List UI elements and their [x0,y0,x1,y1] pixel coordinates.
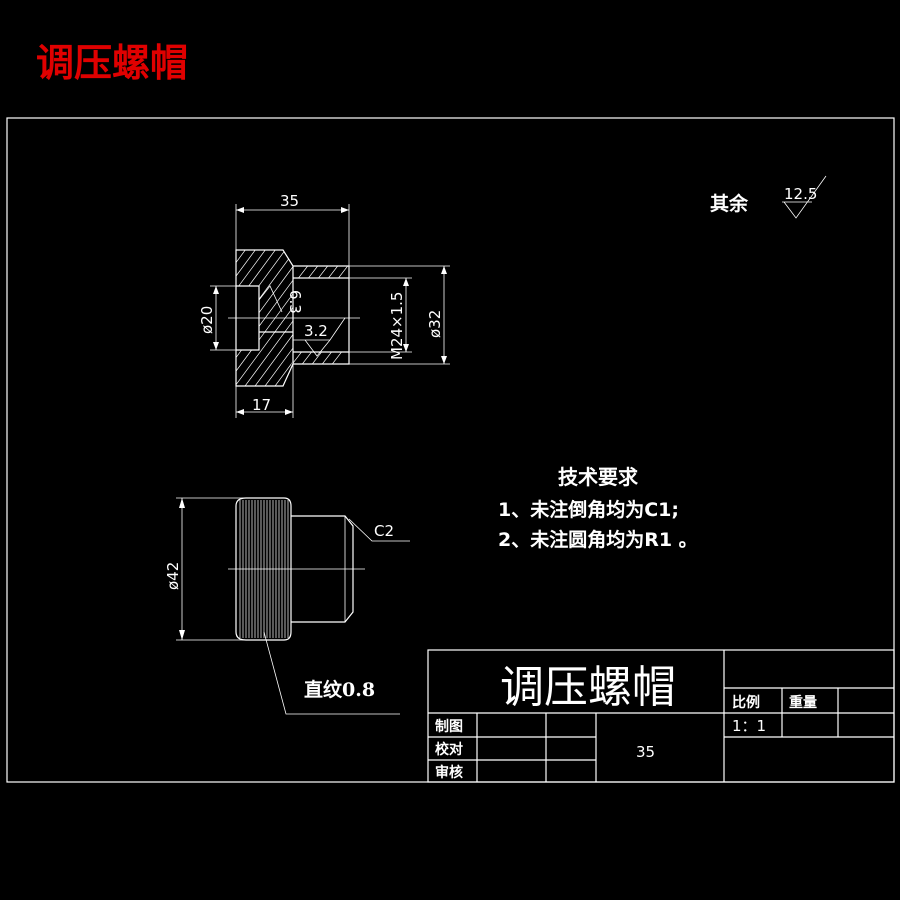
scale-value: 1：1 [732,717,766,735]
roughness-rest-value: 12.5 [784,185,817,203]
drawing-heading: 调压螺帽 [36,41,188,85]
requirement-item-2: 2、未注圆角均为R1 。 [498,528,698,551]
label-draw: 制图 [435,718,463,735]
roughness-inner-label: 6.3 [286,290,304,314]
knurl-note: 直纹0.8 [304,678,375,701]
dim-thread: M24×1.5 [388,292,406,360]
roughness-rest: 其余 12.5 [710,175,827,219]
part-name: 调压螺帽 [500,662,676,713]
drawing-border [6,117,895,783]
label-scale: 比例 [732,694,760,711]
section-hatch [236,250,293,386]
label-weight: 重量 [789,694,817,711]
label-approve: 审核 [435,764,463,781]
roughness-face-label: 3.2 [304,322,328,340]
label-check: 校对 [435,741,463,758]
drawing-number: 35 [636,743,655,761]
side-view: ø42 C2 直纹0.8 [164,497,410,715]
dim-outer: ø32 [426,310,444,338]
technical-requirements: 技术要求 1、未注倒角均为C1; 2、未注圆角均为R1 。 [498,465,698,551]
requirement-item-1: 1、未注倒角均为C1; [498,498,679,521]
roughness-rest-label: 其余 [710,192,749,215]
dim-bore: ø20 [198,306,216,334]
dim-chamfer: C2 [374,522,394,540]
dim-length: 35 [280,192,299,210]
dim-knurl-dia: ø42 [164,562,182,590]
dim-step: 17 [252,396,271,414]
section-view: 6.3 3.2 35 17 ø20 M24×1.5 ø32 [198,192,450,418]
requirements-title: 技术要求 [558,465,639,489]
title-block: 调压螺帽 35 制图 校对 审核 比例 重量 1：1 [427,649,895,783]
